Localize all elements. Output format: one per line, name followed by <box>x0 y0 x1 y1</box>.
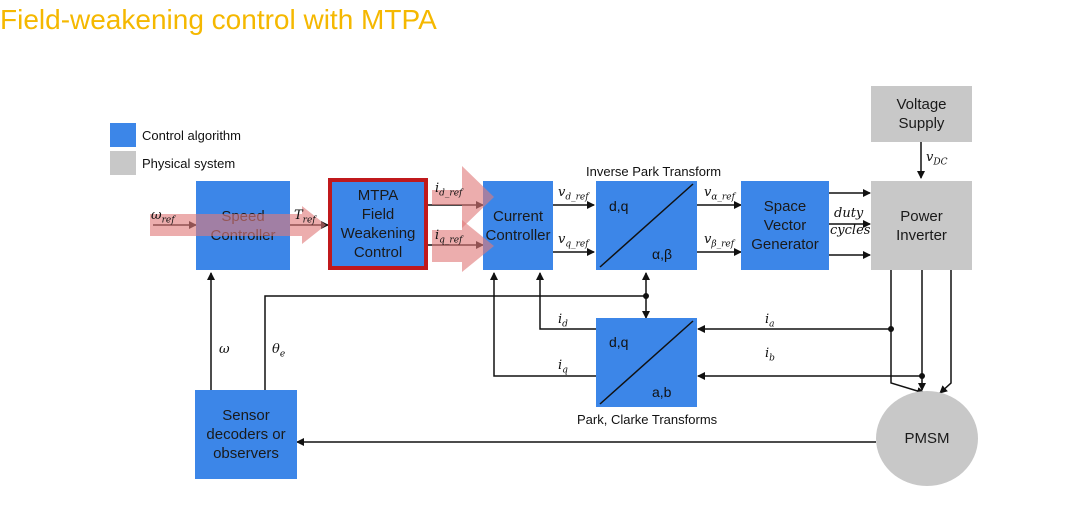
legend-swatch-physical <box>110 151 136 175</box>
signal-iq: iq <box>558 358 568 376</box>
signal-ib: ib <box>765 346 775 364</box>
park-clarke-bottom-label: a,b <box>652 384 672 400</box>
legend-label-physical: Physical system <box>142 156 236 171</box>
signal-iq-ref: iq_ref <box>435 228 463 246</box>
speed-controller-block: Speed Controller <box>196 181 290 270</box>
park-clarke-top-label: d,q <box>609 334 629 350</box>
signal-omega-ref: ωref <box>151 208 175 226</box>
mtpa-field-weakening-block: MTPA Field Weakening Control <box>328 178 428 270</box>
legend-label-control: Control algorithm <box>142 128 241 143</box>
current-controller-block: Current Controller <box>483 181 553 270</box>
signal-t-ref: Tref <box>294 208 316 226</box>
signal-vdc: vDC <box>926 150 948 168</box>
park-clarke-diagonal <box>599 320 694 405</box>
signal-id: id <box>558 312 568 330</box>
signal-omega: ω <box>219 342 230 357</box>
sensor-decoders-block: Sensor decoders or observers <box>195 390 297 479</box>
voltage-supply-block: Voltage Supply <box>871 86 972 142</box>
signal-vd-ref: vd_ref <box>558 185 589 203</box>
signal-duty: duty <box>834 206 864 221</box>
signal-valpha-ref: vα_ref <box>704 185 735 203</box>
legend-swatch-control <box>110 123 136 147</box>
signal-id-ref: id_ref <box>435 181 463 199</box>
inverse-park-input-label: d,q <box>609 198 629 214</box>
pmsm-motor: PMSM <box>876 391 978 486</box>
inverse-park-output-label: α,β <box>652 246 673 262</box>
inverse-park-caption: Inverse Park Transform <box>586 164 722 179</box>
signal-vq-ref: vq_ref <box>558 232 589 250</box>
signal-theta-e: θe <box>272 342 286 360</box>
signal-cycles: cycles <box>830 223 871 238</box>
inverse-park-diagonal <box>599 183 694 268</box>
signal-vbeta-ref: vβ_ref <box>704 232 735 250</box>
signal-ia: ia <box>765 312 775 330</box>
page-title: Field-weakening control with MTPA <box>0 4 437 35</box>
power-inverter-block: Power Inverter <box>871 181 972 270</box>
space-vector-generator-block: Space Vector Generator <box>741 181 829 270</box>
park-clarke-caption: Park, Clarke Transforms <box>577 412 718 427</box>
